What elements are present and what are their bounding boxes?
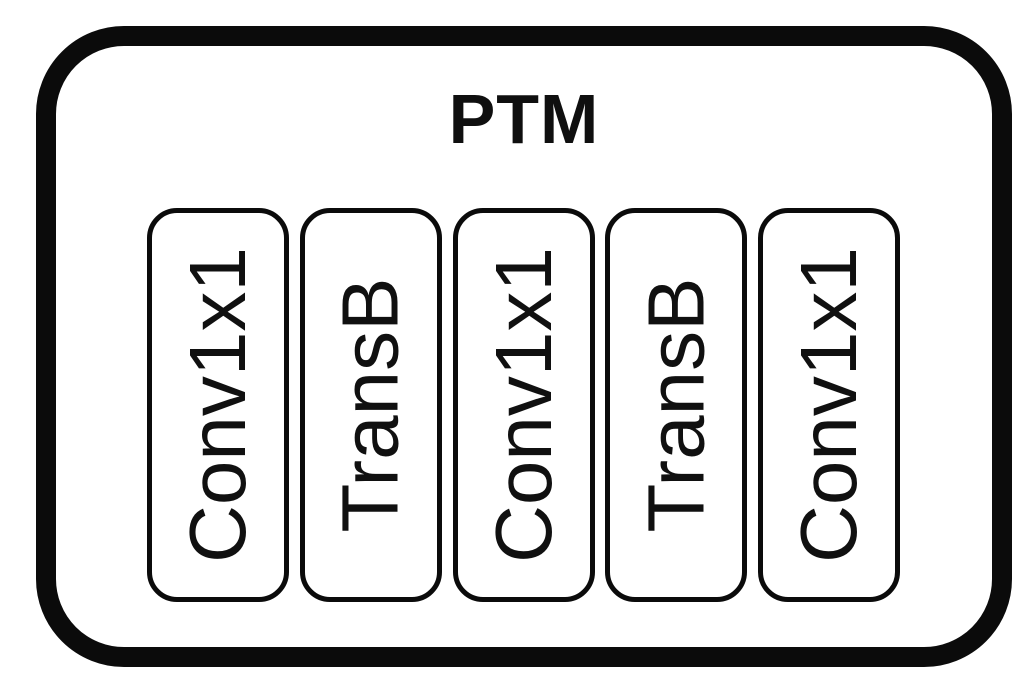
module-title: PTM	[448, 80, 600, 158]
block-label: TransB	[631, 277, 721, 533]
block-label: TransB	[325, 277, 415, 533]
block-label: Conv1x1	[478, 247, 568, 563]
block-conv1x1-2: Conv1x1	[452, 208, 595, 602]
block-transb-1: TransB	[299, 208, 442, 602]
block-conv1x1-1: Conv1x1	[147, 208, 289, 602]
block-conv1x1-3: Conv1x1	[758, 208, 900, 602]
block-label: Conv1x1	[784, 247, 873, 563]
blocks-row: Conv1x1 TransB Conv1x1 TransB Conv1x1	[147, 208, 900, 602]
block-label: Conv1x1	[173, 247, 262, 563]
block-transb-2: TransB	[605, 208, 748, 602]
